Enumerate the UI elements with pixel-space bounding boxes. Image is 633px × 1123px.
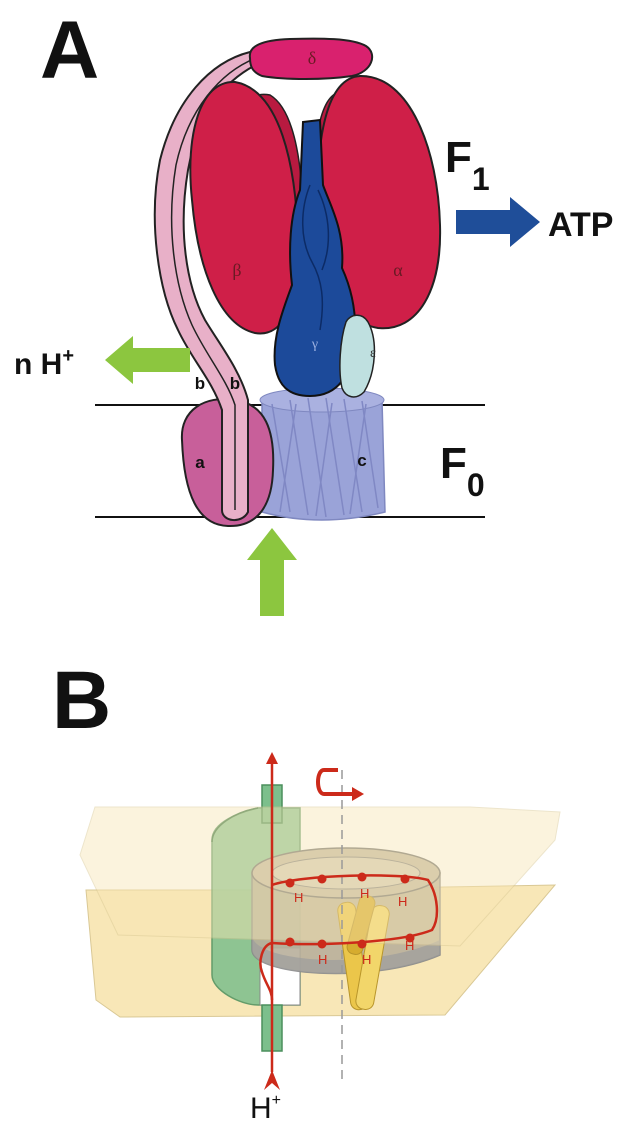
- f0-label: F0: [440, 439, 485, 503]
- rotation-arrow: [318, 770, 364, 801]
- proton-exit-arrowhead: [266, 752, 278, 764]
- h-top-2: H: [360, 886, 369, 901]
- proton-label: H+: [250, 1092, 281, 1123]
- proton-in-arrow: [247, 528, 297, 616]
- atp-arrow: [456, 197, 540, 247]
- proton-out-arrow: [105, 336, 190, 384]
- label-b-left: b: [195, 374, 205, 393]
- panel-b: B: [52, 655, 560, 1123]
- panel-b-label: B: [52, 655, 111, 746]
- label-gamma: γ: [311, 337, 318, 352]
- label-alpha: α: [393, 260, 403, 280]
- h-bottom-2: H: [362, 952, 371, 967]
- proton-out-label: n H+: [14, 345, 74, 381]
- label-delta: δ: [308, 48, 316, 68]
- panel-a-label: A: [40, 5, 99, 96]
- h-top-3: H: [398, 894, 407, 909]
- panel-a: A: [14, 5, 613, 616]
- label-beta: β: [232, 260, 241, 280]
- h-bottom-1: H: [318, 952, 327, 967]
- h-top-1: H: [294, 890, 303, 905]
- label-c: c: [357, 451, 366, 470]
- label-b-right: b: [230, 374, 240, 393]
- proton-entry-arrowhead: [264, 1070, 280, 1090]
- label-a: a: [195, 453, 205, 472]
- h-bottom-3: H: [405, 938, 414, 953]
- atp-label: ATP: [548, 206, 613, 244]
- f1-label: F1: [445, 133, 490, 197]
- label-epsilon: ε: [370, 346, 376, 361]
